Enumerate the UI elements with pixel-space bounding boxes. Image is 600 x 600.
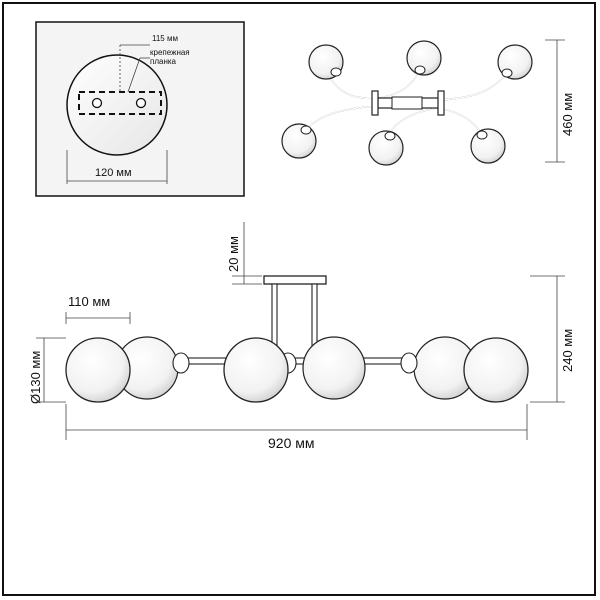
bracket-label-line2: планка: [150, 57, 177, 66]
side-view: 20 мм 110 мм Ø130 мм 240 мм 920 мм: [28, 222, 575, 451]
shade-diameter-label: Ø130 мм: [28, 351, 43, 404]
total-height-label: 240 мм: [560, 329, 575, 372]
mount-hole-right: [135, 97, 147, 109]
mounting-bracket: [78, 91, 162, 115]
top-shade-5: [368, 130, 404, 166]
side-shade-front-3: [463, 337, 529, 403]
top-shade-4: [281, 123, 317, 159]
side-shade-front-1: [65, 337, 131, 403]
side-canopy: [263, 275, 327, 285]
top-view: 460 мм: [281, 39, 575, 166]
ceiling-plate: [66, 54, 168, 156]
side-shade-front-2: [223, 337, 289, 403]
depth-label: 460 мм: [560, 93, 575, 136]
shade-width-label: 110 мм: [68, 294, 110, 309]
hole-spacing-label: 115 мм: [152, 34, 178, 43]
mount-plate-panel: 115 мм крепежная планка 120 мм: [35, 21, 245, 197]
rod-height-label: 20 мм: [226, 236, 241, 272]
top-clamp-left: [371, 90, 379, 116]
top-shade-2: [406, 40, 442, 76]
bracket-label-line1: крепежная: [150, 48, 190, 57]
top-shade-3: [497, 44, 533, 80]
top-shade-1: [308, 44, 344, 80]
side-shade-back-2: [302, 336, 366, 400]
mount-hole-left: [91, 97, 103, 109]
top-clamp-right: [437, 90, 445, 116]
top-shade-6: [470, 128, 506, 164]
total-width-label: 920 мм: [268, 435, 315, 451]
plate-diameter-label: 120 мм: [95, 167, 132, 179]
